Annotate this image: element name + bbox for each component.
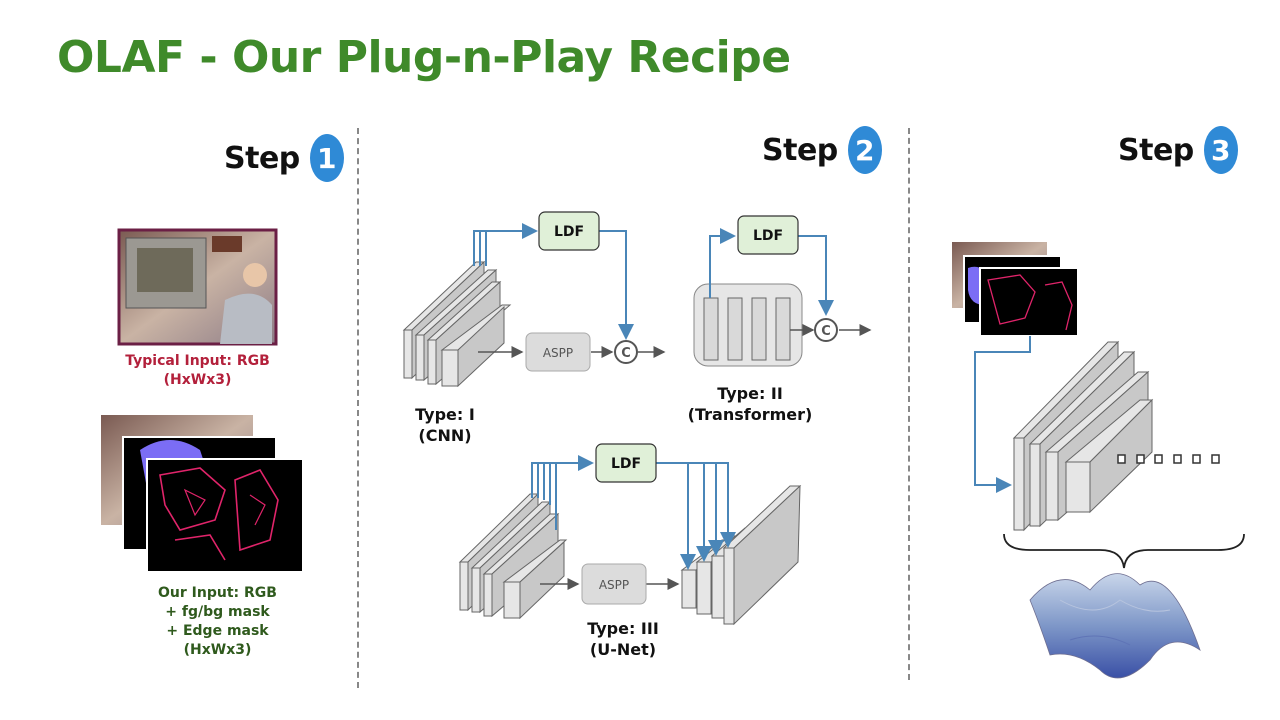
type2-concat-icon <box>814 318 838 342</box>
typical-input-image <box>117 228 278 346</box>
type2-connections <box>709 228 872 336</box>
divider-right <box>908 128 910 680</box>
step3-curly-brace <box>1003 533 1245 569</box>
type3-aspp-box <box>581 563 647 605</box>
type1-ldf-text: LDF <box>554 224 584 240</box>
loss-landscape-surface <box>1029 573 1201 679</box>
our-input-stack <box>101 415 304 573</box>
type2-transformer-block <box>693 283 803 367</box>
our-input-caption-line3: + Edge mask <box>166 623 269 639</box>
our-input-caption: Our Input: RGB + fg/bg mask + Edge mask … <box>135 584 300 660</box>
type1-ldf-box <box>538 211 600 251</box>
type2-concat-symbol: C <box>821 324 831 339</box>
step-1-badge: 1 <box>309 134 344 182</box>
slide-title: OLAF - Our Plug-n-Play Recipe <box>57 32 791 83</box>
type3-caption-line2: (U-Net) <box>589 640 657 659</box>
type2-token-columns <box>703 297 791 361</box>
type3-aspp-text: ASPP <box>599 578 629 592</box>
step-3-badge: 3 <box>1203 126 1238 174</box>
step-3-header: Step 3 <box>1118 126 1238 174</box>
type3-ldf-box <box>595 443 657 483</box>
step3-input-stack <box>952 242 1079 337</box>
type2-ldf-box <box>737 215 799 255</box>
type1-caption: Type: I (CNN) <box>395 404 495 446</box>
divider-left <box>357 128 359 688</box>
step-1-header: Step 1 <box>224 134 344 182</box>
type1-aspp-box <box>525 332 591 372</box>
type3-caption-line1: Type: III <box>587 619 659 638</box>
type1-concat-icon <box>614 340 638 364</box>
typical-input-caption-line2: (HxWx3) <box>163 372 232 388</box>
type3-caption: Type: III (U-Net) <box>573 618 673 660</box>
type3-encoder-block <box>458 492 568 620</box>
our-input-caption-line1: Our Input: RGB <box>158 585 277 601</box>
type3-ldf-text: LDF <box>611 456 641 472</box>
step-3-label: Step <box>1118 132 1194 168</box>
our-input-caption-line2: + fg/bg mask <box>165 604 270 620</box>
type3-decoder-block <box>680 484 802 626</box>
our-input-caption-line4: (HxWx3) <box>183 642 252 658</box>
type2-ldf-text: LDF <box>753 228 783 244</box>
step-2-badge: 2 <box>847 126 882 174</box>
step-2-label: Step <box>762 132 838 168</box>
step3-connection <box>974 336 1031 493</box>
type1-caption-line1: Type: I <box>415 405 475 424</box>
step-1-label: Step <box>224 140 300 176</box>
type2-caption: Type: II (Transformer) <box>680 383 820 425</box>
type2-caption-line2: (Transformer) <box>687 405 813 424</box>
type1-aspp-text: ASPP <box>543 346 573 360</box>
type3-connections <box>531 455 736 590</box>
type1-concat-symbol: C <box>621 346 631 361</box>
type2-caption-line1: Type: II <box>717 384 783 403</box>
type1-caption-line2: (CNN) <box>418 426 472 445</box>
step3-network-block <box>1012 340 1154 532</box>
step3-ellipsis-squares <box>1117 454 1220 464</box>
step-2-header: Step 2 <box>762 126 882 174</box>
type1-cnn-block <box>402 260 512 388</box>
typical-input-caption-line1: Typical Input: RGB <box>125 353 270 369</box>
type1-connections <box>473 223 666 358</box>
typical-input-caption: Typical Input: RGB (HxWx3) <box>110 352 285 390</box>
